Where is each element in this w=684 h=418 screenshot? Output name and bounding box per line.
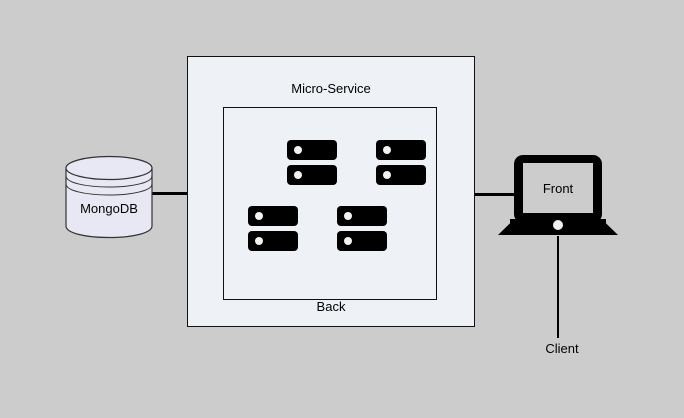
server-led-icon <box>255 237 263 245</box>
connector-microservice-to-front <box>474 193 516 196</box>
frontend-laptop[interactable]: Front <box>496 155 620 243</box>
server-unit-upper <box>287 140 337 160</box>
laptop-screen <box>523 163 593 213</box>
server-led-icon <box>383 146 391 154</box>
server-icon-top-right[interactable] <box>376 140 426 185</box>
server-unit-lower <box>287 165 337 185</box>
server-led-icon <box>294 171 302 179</box>
server-led-icon <box>383 171 391 179</box>
server-unit-upper <box>376 140 426 160</box>
server-unit-lower <box>248 231 298 251</box>
micro-service-container[interactable]: Micro-Service <box>187 56 475 327</box>
server-unit-upper <box>248 206 298 226</box>
database-cylinder-shape <box>65 155 153 239</box>
server-led-icon <box>255 212 263 220</box>
server-led-icon <box>344 237 352 245</box>
server-unit-lower <box>337 231 387 251</box>
connector-db-to-microservice <box>152 192 189 195</box>
server-led-icon <box>344 212 352 220</box>
connector-front-to-client <box>557 236 559 338</box>
client-label: Client <box>545 341 579 356</box>
server-icon-top-left[interactable] <box>287 140 337 185</box>
server-unit-upper <box>337 206 387 226</box>
back-inner-container[interactable] <box>223 107 437 300</box>
server-icon-bottom-left[interactable] <box>248 206 298 251</box>
server-unit-lower <box>376 165 426 185</box>
database-cylinder[interactable]: MongoDB <box>65 155 153 239</box>
laptop-hinge-dot-icon <box>553 220 563 230</box>
server-icon-bottom-right[interactable] <box>337 206 387 251</box>
server-led-icon <box>294 146 302 154</box>
back-label: Back <box>316 299 346 314</box>
micro-service-title: Micro-Service <box>291 81 371 96</box>
